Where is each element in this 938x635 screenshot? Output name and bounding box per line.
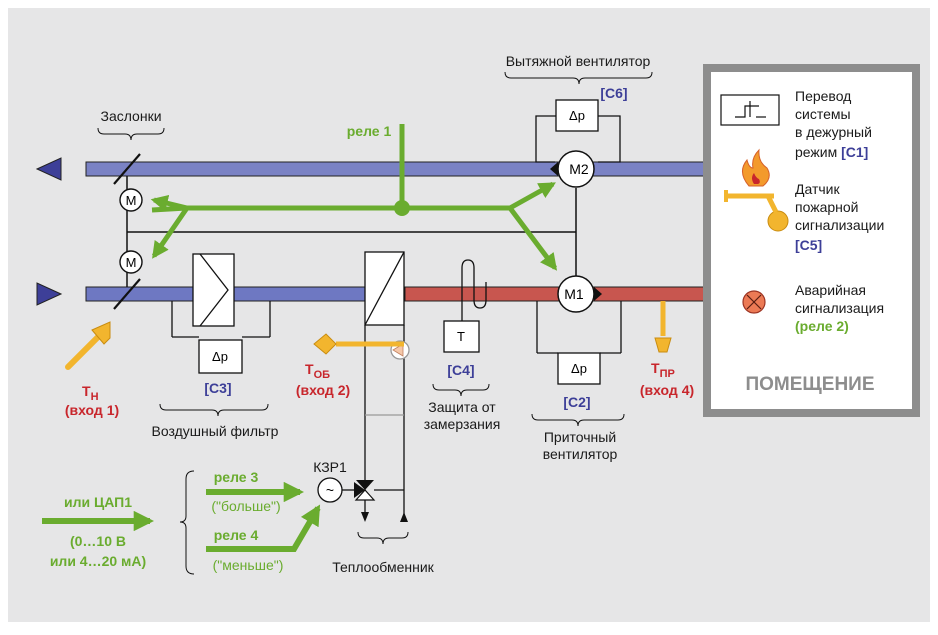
room-panel: [711, 72, 912, 409]
dampers-brace: [97, 127, 165, 141]
heat-exchanger-label: Теплообменник: [332, 559, 434, 575]
frost-thermostat: [443, 320, 480, 353]
exhaust-tap-left: [535, 115, 556, 163]
fire-icon-core: [752, 173, 760, 184]
dac-label: или ЦАП1: [64, 494, 132, 510]
valve-top: [356, 480, 374, 490]
tob-label: TОБ: [305, 361, 330, 381]
fire-icon: [742, 148, 770, 187]
relay1-to-m2: [508, 181, 556, 211]
damper-motor-exhaust-label: M: [126, 193, 137, 208]
relay3-more: ("больше"): [211, 498, 280, 514]
supply-in-arrow: [36, 282, 63, 306]
tpr-sensor-head: [654, 337, 672, 353]
tob-sensor-head: [313, 333, 337, 355]
damper-motor-exhaust: [119, 188, 143, 212]
valve-left: [354, 482, 365, 498]
c2-code: [C2]: [563, 394, 590, 410]
filter-dp-label: Δp: [212, 349, 228, 364]
supply-damper-blade: [113, 278, 141, 310]
air-filter: [192, 253, 235, 327]
tob-input-label: (вход 2): [296, 382, 350, 398]
tn-sensor-probe: [65, 330, 105, 370]
dampers-label: Заслонки: [100, 108, 161, 124]
relay1-to-supply-damper: [151, 206, 190, 259]
m1-label: M1: [564, 286, 584, 302]
dac-range-1: (0…10 В: [70, 533, 126, 549]
tpr-label: TПР: [651, 360, 675, 380]
kzr1-tilde: ~: [326, 482, 334, 498]
air-filter-pleat: [199, 253, 229, 327]
frost-brace: [432, 383, 490, 397]
kzr1-actuator: [317, 477, 343, 503]
tpr-input-label: (вход 4): [640, 382, 694, 398]
relay3-label: реле 3: [214, 469, 259, 485]
tn-label: TН: [82, 383, 99, 403]
exhaust-damper-blade: [113, 153, 141, 185]
fire-sensor-bulb: [767, 210, 789, 232]
damper-motor-supply: [119, 250, 143, 274]
supply-brace: [531, 413, 625, 427]
dac-range-2: или 4…20 мА): [50, 553, 146, 569]
inputs-brace: [179, 470, 195, 575]
relay1-to-exhaust-damper: [150, 194, 188, 212]
filter-brace: [159, 403, 269, 417]
relay4-arrow: [206, 504, 321, 552]
exhaust-dp-label: Δp: [569, 108, 585, 123]
tn-sensor-head: [91, 321, 111, 345]
supply-dp-sensor: [557, 352, 601, 385]
relay1-label: реле 1: [347, 123, 392, 139]
relay1-bus: [151, 205, 510, 213]
filter-dp-sensor: [198, 339, 243, 374]
frost-label-2: замерзания: [424, 416, 501, 432]
relay4-less: ("меньше"): [213, 557, 284, 573]
damper-motor-supply-label: M: [126, 255, 137, 270]
exhaust-fan-label: Вытяжной вентилятор: [506, 53, 651, 69]
standby-switch-glyph: [735, 105, 759, 118]
tn-input-label: (вход 1): [65, 402, 119, 418]
m2-label: M2: [569, 161, 589, 177]
exhaust-dp-sensor: [555, 99, 599, 132]
relay1-node: [394, 200, 410, 216]
heat-exchanger-brace: [357, 531, 409, 545]
kzr1-label: КЗР1: [313, 459, 347, 475]
flow-in-arrow: [400, 512, 408, 522]
supply-fan-nose: [594, 287, 602, 301]
c4-code: [C4]: [447, 362, 474, 378]
relay4-label: реле 4: [214, 527, 259, 543]
c6-code: [C6]: [600, 85, 627, 101]
supply-label-1: Приточный: [544, 429, 616, 445]
fire-sensor-neck: [765, 194, 779, 214]
supply-dp-label: Δp: [571, 361, 587, 376]
exhaust-out-arrow: [35, 157, 62, 181]
exhaust-brace: [504, 71, 653, 85]
supply-duct-cold: [85, 286, 407, 302]
exhaust-fan-nose: [550, 162, 558, 176]
supply-label-2: вентилятор: [543, 446, 618, 462]
exhaust-tap-right: [598, 115, 621, 163]
air-filter-label: Воздушный фильтр: [152, 423, 279, 439]
legend-standby-text: Перевод системы в дежурный режим [C1]: [795, 88, 876, 160]
alarm-lamp-cross-b: [746, 294, 762, 310]
exhaust-duct: [85, 161, 707, 177]
valve-bottom: [354, 489, 376, 501]
room-label: ПОМЕЩЕНИЕ: [745, 374, 874, 395]
heat-exchanger-diag: [364, 251, 405, 326]
relay1-to-m1: [508, 206, 558, 271]
frost-label-1: Защита от: [428, 399, 496, 415]
pump-mark: [392, 343, 404, 357]
legend-fire-text: Датчик пожарной сигнализации [C5]: [795, 181, 888, 253]
flow-out-arrow: [361, 512, 369, 522]
frost-thermostat-label: T: [457, 329, 465, 344]
c3-code: [C3]: [204, 380, 231, 396]
supply-duct-hot: [404, 286, 707, 302]
frost-capillary: [461, 259, 487, 309]
legend-alarm-text: Аварийная сигнализация (реле 2): [795, 282, 888, 334]
